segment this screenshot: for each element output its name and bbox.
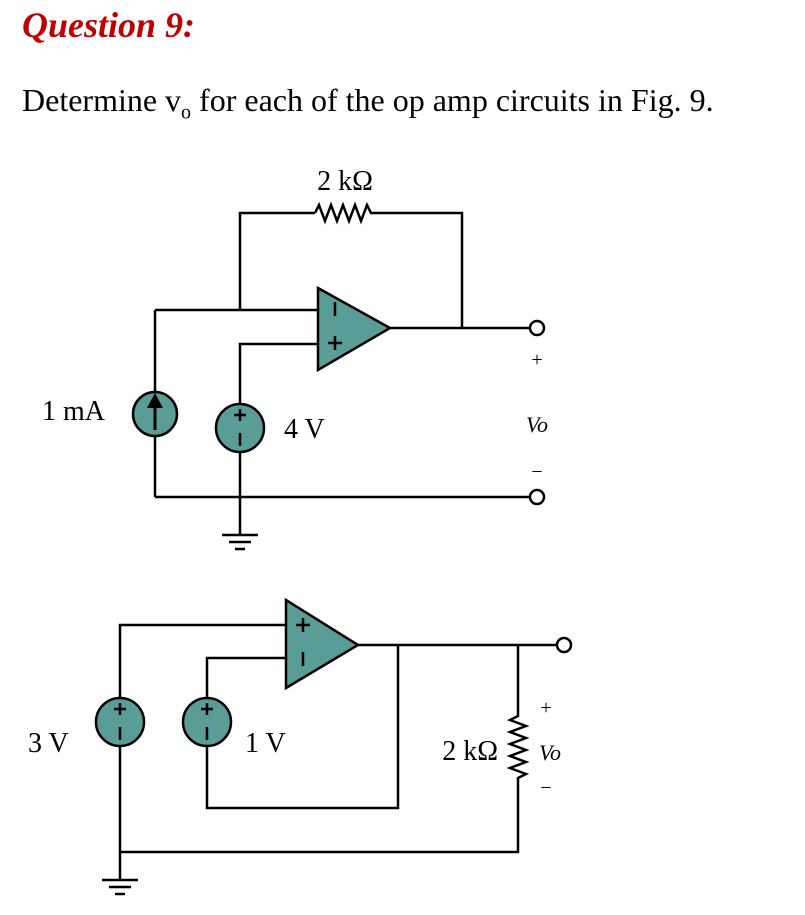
load-resistor [506,712,530,784]
voltage-source-3v-label: 3 V [28,728,69,759]
voltage-source-1v-label: 1 V [245,728,286,759]
prompt-rest: for each of the op amp circuits in Fig. … [191,82,714,118]
output-terminal-a-top [528,319,546,337]
circuit-b: 3 V 1 V 2 kΩ + Vo − [28,597,573,896]
voltage-source-3v [94,696,146,748]
output-b-minus: − [540,777,551,799]
circuit-a-wires [153,211,529,535]
circuit-b-wires [118,623,557,880]
voltage-source-4v [214,402,266,454]
voltage-source-1v [181,696,233,748]
current-source-1ma [131,390,179,438]
prompt-text: Determine v [22,82,182,118]
feedback-resistor [313,201,375,225]
circuit-a: 2 kΩ 1 mA 4 V [42,166,548,551]
feedback-resistor-label: 2 kΩ [317,166,373,197]
output-a-minus: − [531,461,542,483]
question-prompt: Determine vo for each of the op amp circ… [22,82,714,124]
output-a-label: Vo [526,412,548,437]
output-b-plus: + [540,697,551,719]
question-title: Question 9: [22,5,196,45]
ground-a-icon [222,533,258,551]
output-a-plus: + [531,349,542,371]
output-terminal-a-bottom [528,488,546,506]
current-source-label: 1 mA [42,396,106,427]
output-b-label: Vo [539,740,561,765]
ground-b-icon [102,878,138,896]
load-resistor-label: 2 kΩ [442,736,498,767]
voltage-source-4v-label: 4 V [284,414,325,445]
output-terminal-b [555,636,573,654]
prompt-subscript: o [181,101,192,124]
op-amp-b [284,597,361,691]
op-amp-a [316,285,393,373]
